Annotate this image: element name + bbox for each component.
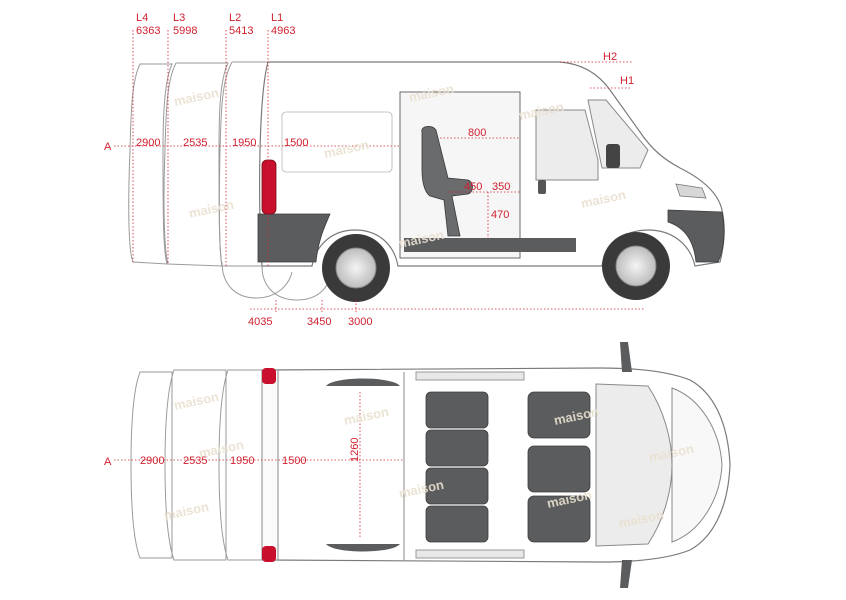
sliding-door-opening <box>399 91 521 259</box>
front-seat-passenger <box>527 391 591 439</box>
rear-side-window <box>281 111 393 173</box>
watermark-text: maison <box>163 499 211 523</box>
cargo-length-L4-top: 2900 <box>140 455 164 467</box>
watermark-text: maison <box>173 85 221 109</box>
top-outline-L4 <box>130 371 173 559</box>
axis-label-A-top: A <box>104 456 112 468</box>
watermark-text: maison <box>188 197 236 221</box>
rear-taillight-top-left <box>262 368 276 384</box>
front-bumper <box>667 209 725 263</box>
mirror <box>606 144 620 168</box>
length-value-L3: 5998 <box>173 25 197 37</box>
seat-height: 470 <box>491 209 509 221</box>
axis-label-A-side: A <box>104 141 112 153</box>
top-outline-L2 <box>218 369 267 561</box>
top-outline-L3 <box>164 369 227 561</box>
length-value-L4: 6363 <box>136 25 160 37</box>
top-view: A 2900 2535 1950 1500 1260 <box>104 342 731 588</box>
width-between-arches: 1260 <box>349 438 361 462</box>
side-rail-bottom <box>415 549 525 559</box>
mirror-left-top <box>620 342 632 372</box>
wheelbase-L1: 3000 <box>348 316 372 328</box>
height-code-H2: H2 <box>603 51 617 63</box>
hood-top <box>671 387 723 543</box>
cargo-length-L3-top: 2535 <box>183 455 207 467</box>
length-code-L3: L3 <box>173 12 185 24</box>
seat-icon <box>421 126 473 237</box>
door-handle <box>538 180 546 194</box>
cargo-length-L1-top: 1500 <box>282 455 306 467</box>
taillight <box>261 159 277 215</box>
outline-L3-rear-bumper <box>221 261 293 299</box>
rear-taillight-top-right <box>262 546 276 562</box>
side-rail-top <box>415 371 525 381</box>
seat-depth: 450 <box>464 181 482 193</box>
front-seat-driver <box>527 495 591 543</box>
outline-L4-rear-bumper <box>261 265 333 301</box>
seat-width: 350 <box>492 181 510 193</box>
length-code-L1: L1 <box>271 12 283 24</box>
rear-seat-bench <box>425 391 489 543</box>
wheelbase-L3: 3450 <box>307 316 331 328</box>
outline-L2 <box>218 61 271 267</box>
rear-door-top <box>261 369 279 561</box>
length-code-L2: L2 <box>229 12 241 24</box>
length-value-L1: 4963 <box>271 25 295 37</box>
length-code-L4: L4 <box>136 12 148 24</box>
cab-window <box>535 109 599 181</box>
front-seat-center <box>527 445 591 493</box>
wheelbase-L4: 4035 <box>248 316 272 328</box>
wheel-arch-right-top <box>326 544 400 552</box>
wheel-arch-left-top <box>326 378 400 386</box>
length-value-L2: 5413 <box>229 25 253 37</box>
watermark-text: maison <box>173 389 221 413</box>
cab-depth: 800 <box>468 127 486 139</box>
cargo-length-L3-side: 2535 <box>183 137 207 149</box>
cargo-length-L2-side: 1950 <box>232 137 256 149</box>
cargo-length-L4-side: 2900 <box>136 137 160 149</box>
cargo-length-L2-top: 1950 <box>230 455 254 467</box>
headlight <box>675 183 707 199</box>
rear-bumper <box>257 213 331 263</box>
side-skirt <box>404 238 576 252</box>
outline-L4 <box>128 63 173 265</box>
windscreen <box>587 99 649 169</box>
cargo-length-L1-side: 1500 <box>284 137 308 149</box>
mirror-right-top <box>620 560 632 588</box>
side-view: L4 6363 L3 5998 L2 5413 L1 4963 H2 H1 A … <box>104 12 725 328</box>
height-code-H1: H1 <box>620 75 634 87</box>
